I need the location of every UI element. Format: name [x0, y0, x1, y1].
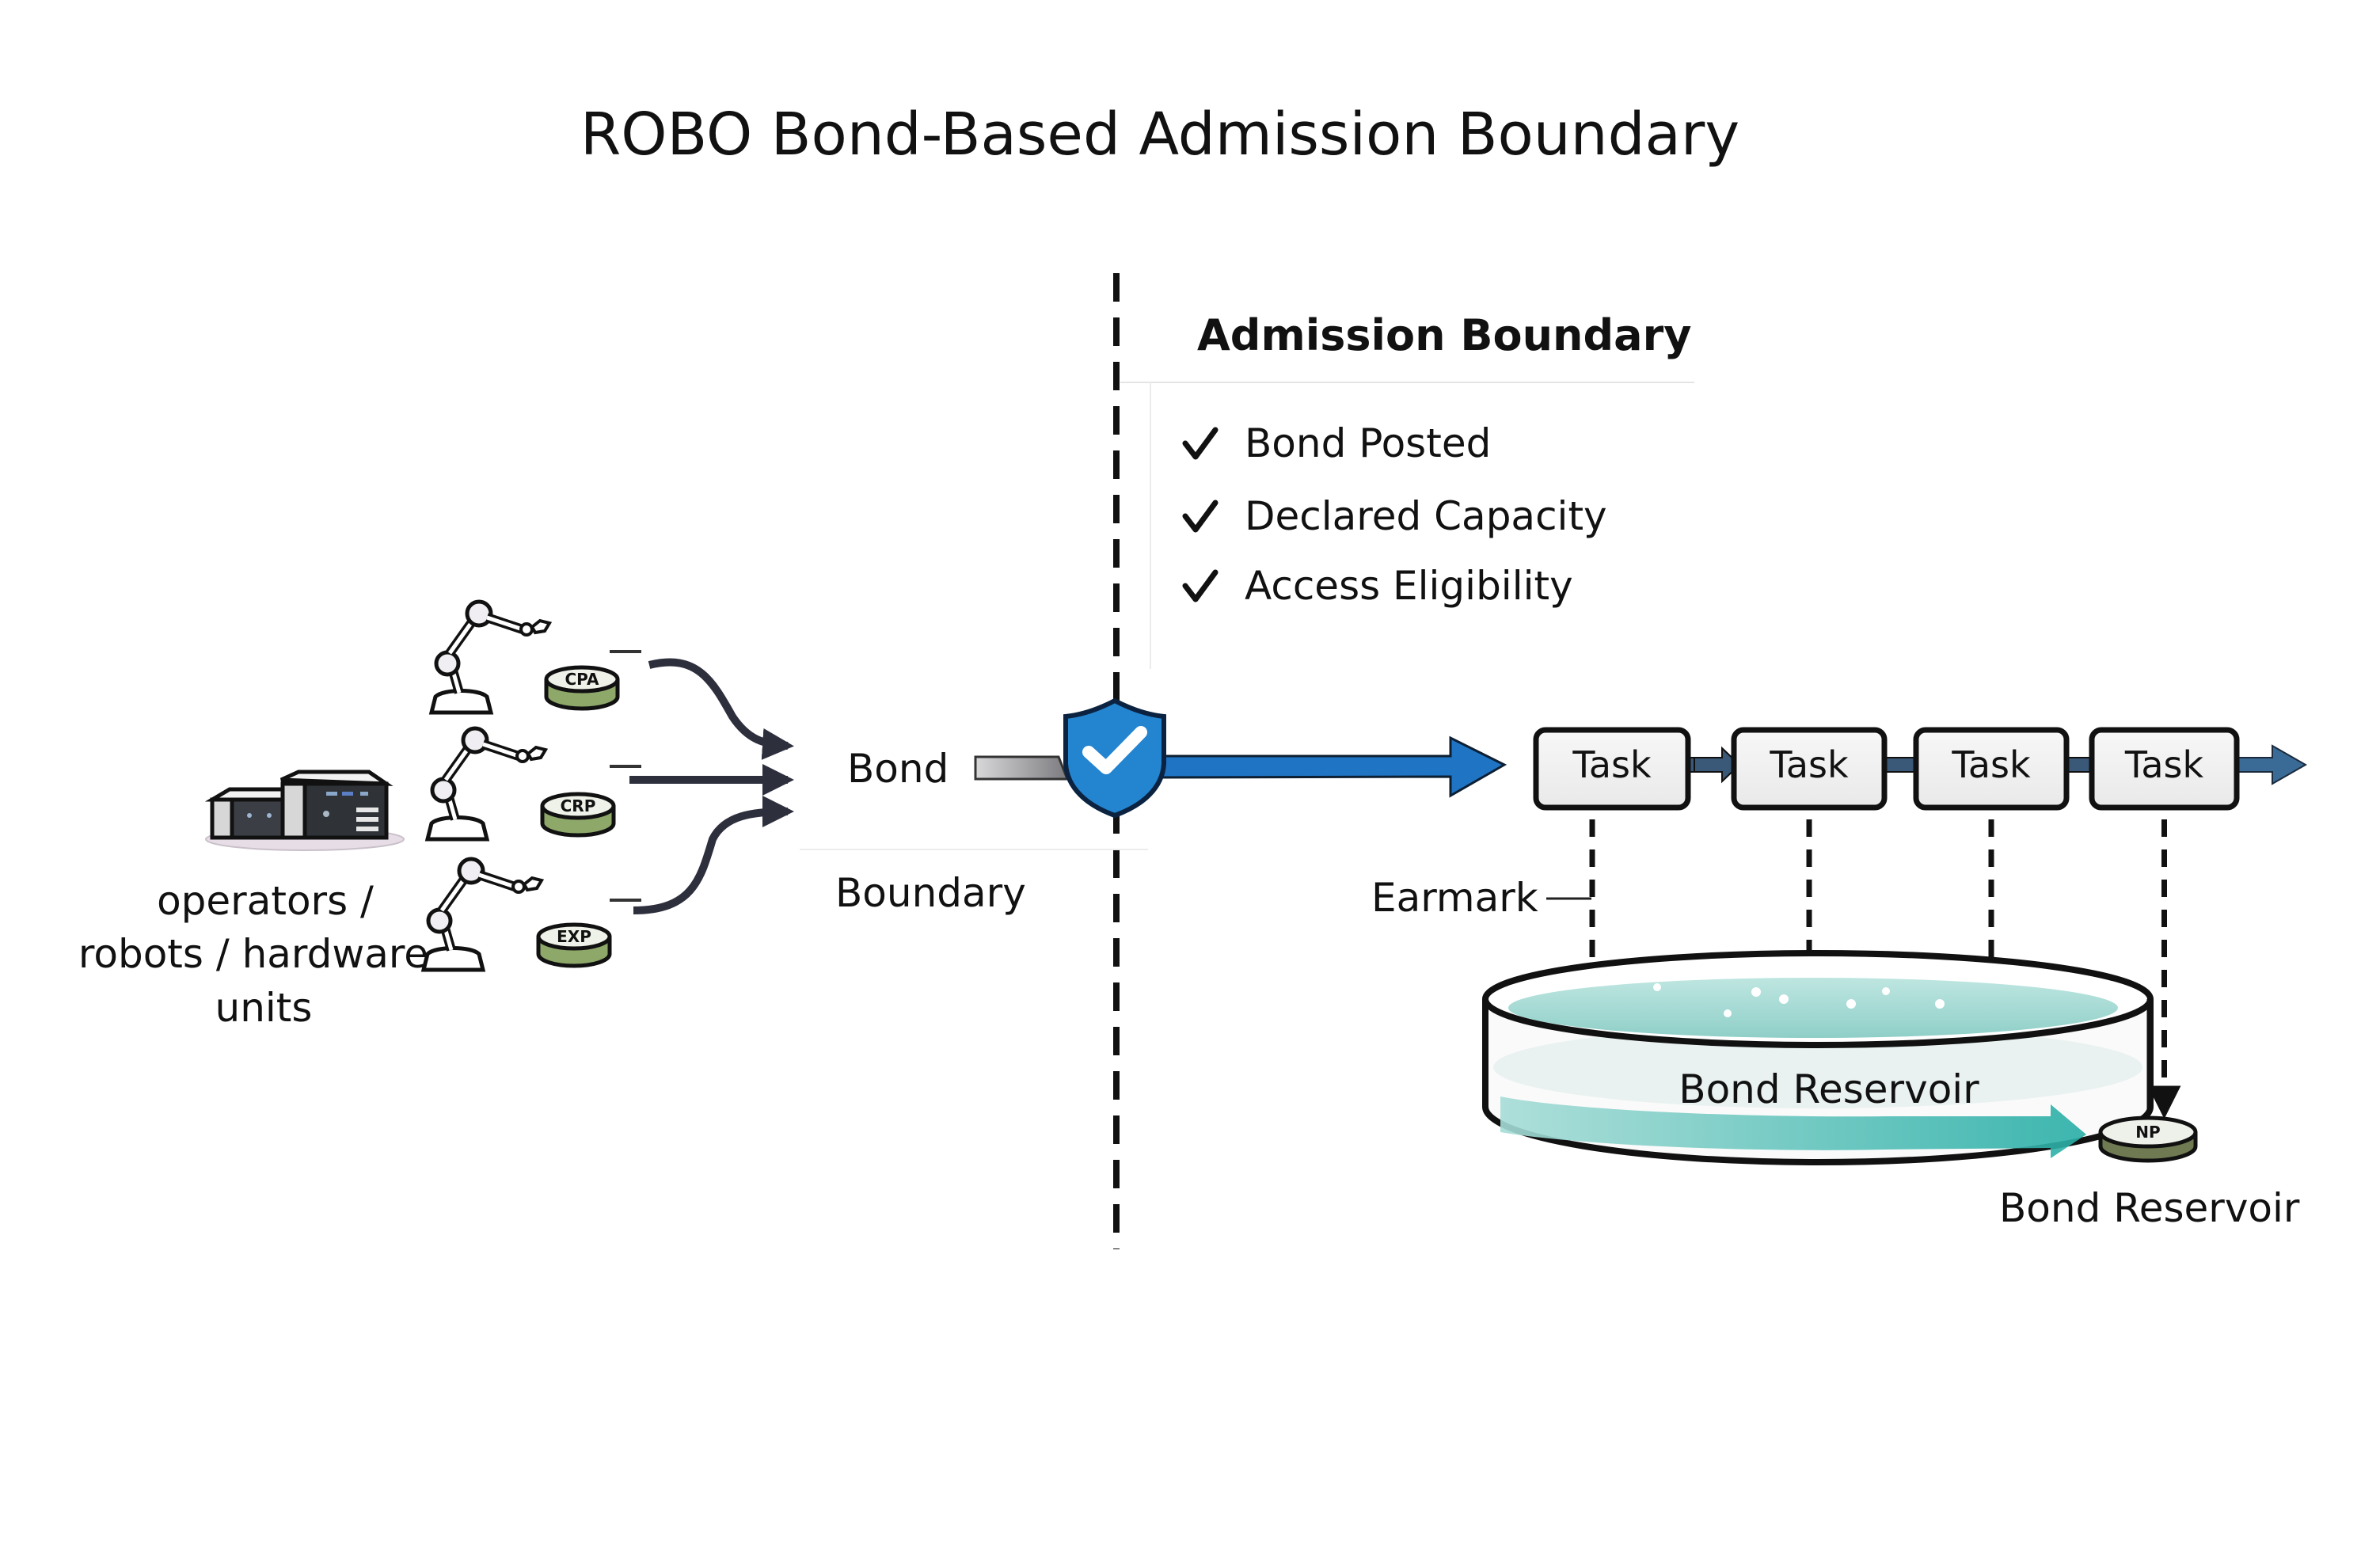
task-box: Task [1913, 727, 2070, 811]
coin-label: NP [2135, 1123, 2160, 1142]
np-coin-icon: NP [2098, 1115, 2198, 1163]
task-box: Task [1533, 727, 1691, 811]
task-box: Task [2089, 727, 2240, 811]
checkmark-icon [1182, 500, 1219, 533]
check-label: Access Eligibility [1245, 563, 1573, 609]
reservoir-inner-label: Bond Reservoir [1679, 1066, 1979, 1112]
checkmark-icon [1182, 569, 1219, 602]
actor-row: CPA [428, 599, 620, 715]
task-connector [2066, 757, 2093, 773]
task-label: Task [1769, 743, 1849, 786]
actors-label-line: units [215, 985, 313, 1031]
coin-icon: CRP [540, 792, 616, 838]
check-item: Declared Capacity [1182, 493, 1607, 539]
flow-arrow [648, 658, 794, 760]
task-label: Task [2124, 743, 2204, 786]
check-label: Declared Capacity [1245, 493, 1607, 539]
actors-label-line: robots / hardware [78, 931, 428, 977]
bond-label: Bond [847, 746, 949, 792]
actors-label: operators / robots / hardware units [78, 878, 428, 1031]
robot-arm-icon [420, 857, 545, 972]
coin-label: CRP [561, 796, 596, 815]
server-hardware-icon [204, 770, 405, 851]
coin-label: EXP [557, 927, 591, 946]
flow-arrow [633, 796, 794, 914]
admission-heading: Admission Boundary [1197, 310, 1691, 360]
reservoir-outer-label: Bond Reservoir [1999, 1185, 2300, 1231]
coin-label: CPA [565, 670, 600, 689]
coin-icon: CPA [544, 665, 620, 711]
converging-arrows [610, 650, 794, 914]
shield-check-icon [1063, 697, 1166, 819]
task-label: Task [1572, 743, 1652, 786]
check-label: Bond Posted [1245, 420, 1491, 466]
check-item: Bond Posted [1182, 420, 1491, 466]
task-connector [1884, 757, 1917, 773]
task-chain-end-arrow [2236, 744, 2308, 785]
page-title: ROBO Bond-Based Admission Boundary [580, 101, 1739, 169]
actor-row: CRP [424, 726, 616, 842]
admission-panel: Admission Boundary Bond Posted Declared … [1120, 310, 1694, 669]
bond-reservoir: Bond Reservoir [1482, 950, 2154, 1165]
check-item: Access Eligibility [1182, 563, 1573, 609]
admission-arrow [1156, 735, 1507, 798]
bond-bar [974, 755, 1070, 781]
robot-arm-icon [424, 726, 549, 842]
task-chain: Task Task Task Task [1533, 727, 2308, 1119]
boundary-label: Boundary [835, 870, 1026, 916]
actors-label-line: operators / [157, 878, 374, 924]
coin-icon: EXP [536, 922, 612, 968]
task-box: Task [1731, 727, 1888, 811]
checkmark-icon [1182, 427, 1219, 460]
task-label: Task [1951, 743, 2031, 786]
task-arrow [1694, 746, 1741, 784]
actor-row: EXP [420, 857, 612, 972]
earmark-label: Earmark [1371, 875, 1538, 921]
robot-arm-icon [428, 599, 553, 715]
reservoir-flow [1500, 1096, 2086, 1158]
